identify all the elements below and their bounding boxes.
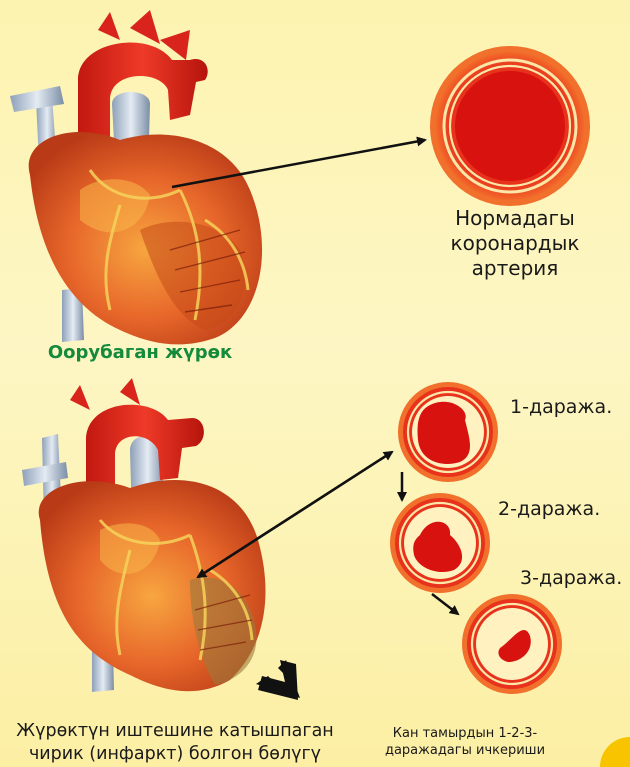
- artery-degree-3-cross-section: [462, 594, 562, 694]
- artery-degree-1-cross-section: [398, 382, 498, 482]
- diseased-heart-caption: Оорубаган жүрөк: [15, 342, 265, 363]
- artery-degree-2-cross-section: [390, 493, 490, 593]
- degree-1-label: 1-даража.: [510, 396, 612, 418]
- vessel-caption-line-2: даражадагы ичкериши: [375, 742, 555, 759]
- vessel-narrowing-caption: Кан тамырдын 1-2-3- даражадагы ичкериши: [375, 725, 555, 759]
- infarct-caption: Жүрөктүн иштешине катышпаган чирик (инфа…: [0, 720, 350, 766]
- vessel-caption-line-1: Кан тамырдын 1-2-3-: [375, 725, 555, 742]
- infarct-caption-line-1: Жүрөктүн иштешине катышпаган: [0, 720, 350, 743]
- degree-2-label: 2-даража.: [498, 498, 600, 520]
- normal-artery-caption-line-1: Нормадагы: [420, 206, 610, 231]
- degree-3-label: 3-даража.: [520, 567, 622, 589]
- infarct-caption-line-2: чирик (инфаркт) болгон бөлүгү: [0, 743, 350, 766]
- infarct-heart-illustration: [22, 378, 265, 692]
- arrow-degree-2-to-3: [432, 594, 458, 614]
- normal-artery-caption-line-3: артерия: [420, 256, 610, 281]
- normal-artery-caption: Нормадагы коронардык артерия: [420, 206, 610, 281]
- normal-artery-caption-line-2: коронардык: [420, 231, 610, 256]
- normal-artery-cross-section: [430, 46, 590, 206]
